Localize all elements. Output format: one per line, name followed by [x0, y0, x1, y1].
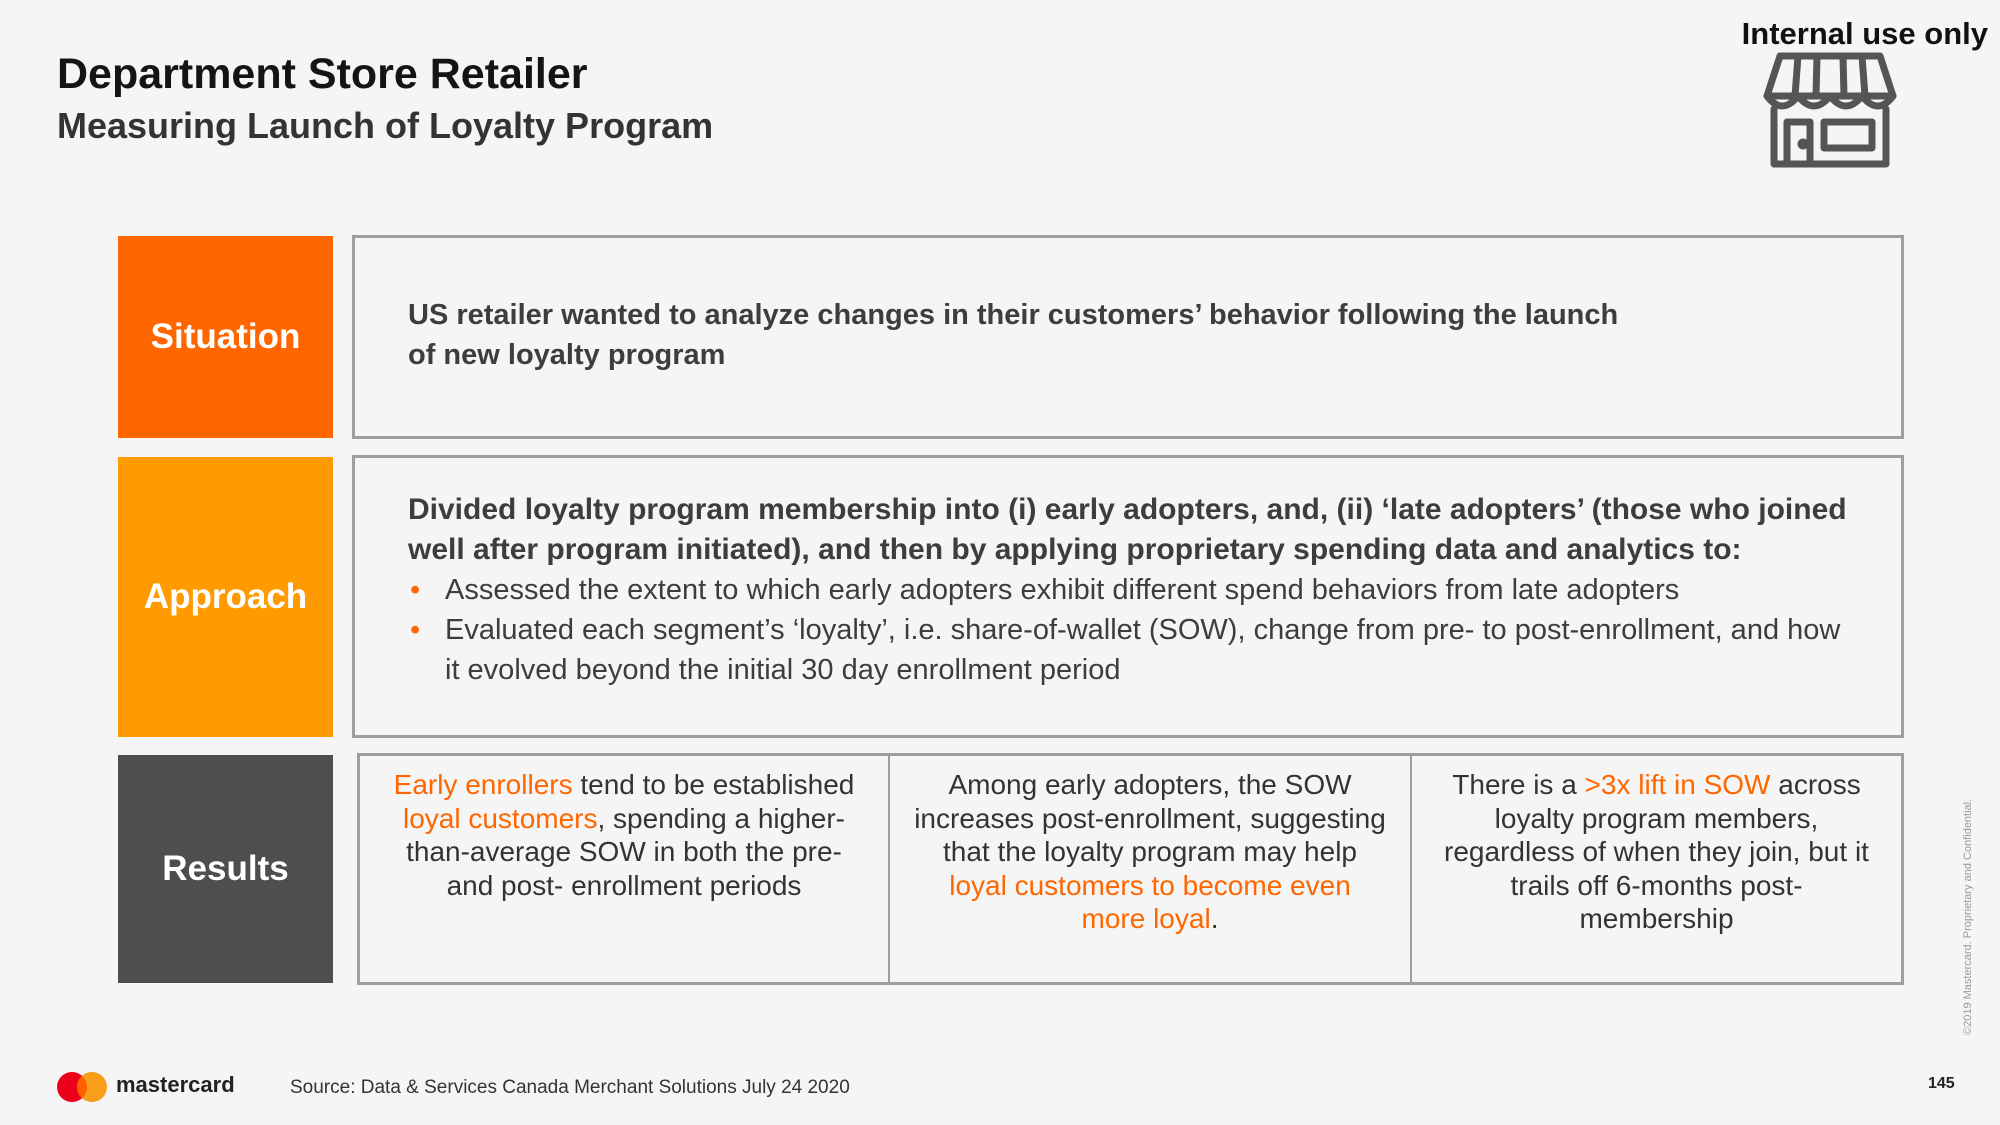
result-text: Early enrollers tend to be established l… — [382, 768, 866, 902]
bullet-marker: • — [410, 574, 421, 606]
situation-label: Situation — [118, 236, 333, 438]
results-box: Early enrollers tend to be established l… — [357, 753, 1904, 985]
result-column-sow-increase: Among early adopters, the SOW increases … — [888, 756, 1410, 982]
approach-bullet: • Assessed the extent to which early ado… — [408, 570, 1853, 610]
page-title: Department Store Retailer — [57, 50, 588, 98]
brand-wordmark: mastercard — [116, 1072, 235, 1097]
result-text-part: across loyalty program members, regardle… — [1444, 769, 1869, 934]
approach-bullet-list: • Assessed the extent to which early ado… — [408, 570, 1853, 690]
highlight-text: loyal customers — [402, 802, 598, 834]
copyright-notice: ©2019 Mastercard. Proprietary and Confid… — [1962, 798, 1974, 1035]
result-text-part: . — [1210, 903, 1219, 934]
storefront-icon — [1763, 52, 1897, 168]
page-number: 145 — [1928, 1075, 1955, 1092]
result-column-sow-lift: There is a >3x lift in SOW across loyalt… — [1410, 756, 1901, 982]
result-text-part: There is a — [1452, 769, 1585, 800]
approach-bullet-text: Assessed the extent to which early adopt… — [445, 574, 1680, 606]
page-subtitle: Measuring Launch of Loyalty Program — [57, 105, 714, 146]
approach-bullet: • Evaluated each segment’s ‘loyalty’, i.… — [408, 610, 1853, 690]
bullet-marker: • — [410, 614, 421, 646]
mastercard-logo-icon — [57, 1072, 107, 1102]
situation-box: US retailer wanted to analyze changes in… — [352, 235, 1904, 439]
approach-bullet-text: Evaluated each segment’s ‘loyalty’, i.e.… — [445, 614, 1841, 686]
result-text-part: Among early adopters, the SOW increases … — [914, 769, 1386, 867]
result-text-part: , spending a higher-than-average SOW in … — [406, 802, 846, 901]
highlight-text: loyal customers to become even more loya… — [949, 869, 1351, 935]
approach-lead-text: Divided loyalty program membership into … — [408, 493, 1847, 566]
result-text-part: tend to be established — [572, 769, 855, 800]
approach-label: Approach — [118, 457, 333, 737]
highlight-text: Early enrollers — [393, 769, 573, 800]
result-column-early-enrollers: Early enrollers tend to be established l… — [360, 756, 888, 982]
highlight-text: >3x lift in SOW — [1584, 769, 1771, 800]
results-label: Results — [118, 755, 333, 983]
result-text: Among early adopters, the SOW increases … — [914, 768, 1386, 936]
result-text: There is a >3x lift in SOW across loyalt… — [1438, 768, 1875, 936]
source-note: Source: Data & Services Canada Merchant … — [290, 1077, 850, 1098]
confidentiality-label: Internal use only — [1741, 16, 1988, 51]
situation-text: US retailer wanted to analyze changes in… — [408, 299, 1619, 371]
approach-box: Divided loyalty program membership into … — [352, 455, 1904, 738]
